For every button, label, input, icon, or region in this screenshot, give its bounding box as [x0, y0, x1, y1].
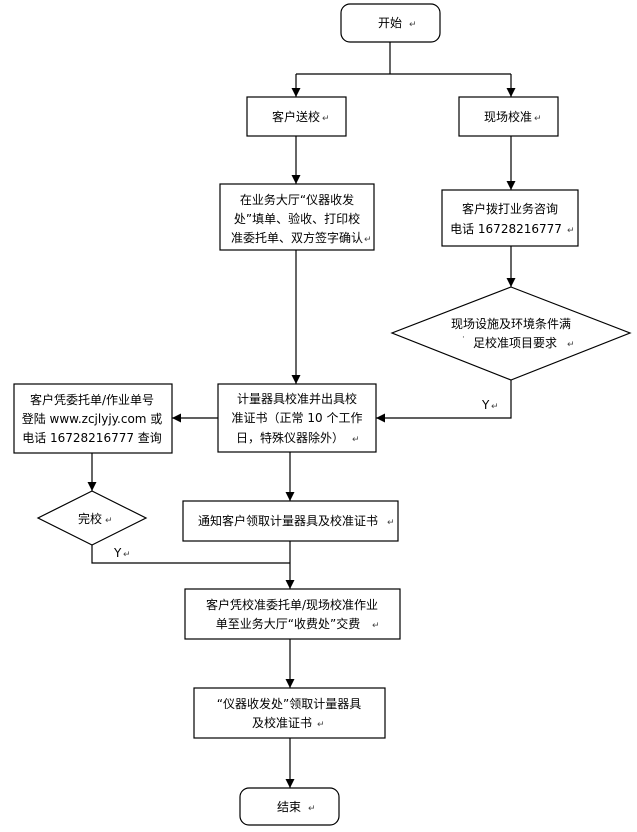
svg-text:客户拨打业务咨询: 客户拨打业务咨询: [462, 201, 558, 216]
svg-text:客户凭校准委托单/现场校准作业: 客户凭校准委托单/现场校准作业: [206, 597, 378, 612]
start-label: 开始: [378, 16, 402, 30]
svg-text:结束: 结束: [277, 800, 301, 814]
svg-text:电话 16728216777 查询: 电话 16728216777 查询: [22, 431, 162, 445]
svg-text:现场校准: 现场校准: [484, 109, 532, 124]
edge-label-done-yes: Y ↵: [113, 546, 131, 560]
svg-text:·: ·: [462, 333, 465, 343]
svg-text:↵: ↵: [308, 804, 316, 814]
svg-text:↵: ↵: [364, 235, 372, 245]
svg-text:准证书（正常 10 个工作: 准证书（正常 10 个工作: [232, 411, 363, 425]
node-start: 开始 ↵: [340, 3, 441, 43]
hotline-line-2: 电话 16728216777: [450, 222, 562, 236]
svg-text:电话 16728216777: 电话 16728216777: [450, 222, 562, 236]
svg-text:客户凭委托单/作业单号: 客户凭委托单/作业单号: [30, 392, 154, 407]
registration-line-2: 处”填单、验收、打印校: [234, 211, 360, 226]
done-check-label: 完校: [78, 511, 102, 526]
node-service-hall-registration: 在业务大厅“仪器收发 处”填单、验收、打印校 准委托单、双方签字确认 ↵: [219, 183, 375, 251]
end-label: 结束: [277, 800, 301, 814]
calibrate-line-2: 准证书（正常 10 个工作: [232, 411, 363, 425]
edge-split-customer-delivery: [296, 73, 511, 97]
payment-line-1: 客户凭校准委托单/现场校准作业: [206, 597, 378, 612]
svg-text:日，特殊仪器除外）: 日，特殊仪器除外）: [236, 430, 344, 445]
svg-text:↵: ↵: [534, 114, 542, 124]
payment-line-2: 单至业务大厅“收费处”交费: [216, 616, 360, 631]
svg-text:↵: ↵: [123, 550, 131, 560]
query-line-1: 客户凭委托单/作业单号: [30, 392, 154, 407]
onsite-yes-label: Y: [481, 398, 490, 412]
calibrate-line-1: 计量器具校准并出具校: [237, 391, 357, 406]
edge-condition-to-calibrate: [376, 380, 512, 423]
svg-text:单至业务大厅“收费处”交费: 单至业务大厅“收费处”交费: [216, 616, 360, 631]
node-calibration-done-check: 完校 ↵: [36, 490, 148, 546]
svg-text:↵: ↵: [567, 226, 575, 236]
svg-text:Y: Y: [113, 546, 122, 560]
svg-text:足校准项目要求: 足校准项目要求: [473, 335, 557, 350]
node-payment: 客户凭校准委托单/现场校准作业 单至业务大厅“收费处”交费 ↵: [184, 588, 401, 640]
node-pickup: “仪器收发处”领取计量器具 及校准证书 ↵: [193, 687, 386, 739]
svg-text:现场设施及环境条件满: 现场设施及环境条件满: [451, 316, 571, 331]
onsite-calibration-label: 现场校准: [484, 109, 532, 124]
svg-text:在业务大厅“仪器收发: 在业务大厅“仪器收发: [240, 192, 354, 207]
svg-text:处”填单、验收、打印校: 处”填单、验收、打印校: [234, 211, 360, 226]
svg-text:准委托单、双方签字确认: 准委托单、双方签字确认: [231, 230, 363, 245]
svg-text:完校: 完校: [78, 511, 102, 526]
edge-label-onsite-yes: Y ↵: [481, 398, 499, 412]
svg-text:↵: ↵: [322, 114, 330, 124]
node-calibrate-and-certificate: 计量器具校准并出具校 准证书（正常 10 个工作 日，特殊仪器除外） ↵: [217, 383, 377, 453]
svg-text:客户送校: 客户送校: [272, 109, 320, 124]
customer-delivery-label: 客户送校: [272, 109, 320, 124]
svg-text:↵: ↵: [491, 402, 499, 412]
svg-text:↵: ↵: [372, 621, 380, 631]
svg-text:通知客户领取计量器具及校准证书: 通知客户领取计量器具及校准证书: [198, 513, 378, 528]
query-line-3: 电话 16728216777 查询: [22, 431, 162, 445]
svg-text:↵: ↵: [105, 516, 113, 526]
svg-text:登陆 www.zcjlyjy.com 或: 登陆 www.zcjlyjy.com 或: [22, 411, 163, 426]
calibrate-line-3: 日，特殊仪器除外）: [236, 430, 344, 445]
node-customer-delivery: 客户送校 ↵: [246, 96, 347, 137]
hotline-line-1: 客户拨打业务咨询: [462, 201, 558, 216]
svg-text:↵: ↵: [387, 518, 395, 528]
registration-line-1: 在业务大厅“仪器收发: [240, 192, 354, 207]
svg-text:↵: ↵: [352, 435, 360, 445]
svg-text:计量器具校准并出具校: 计量器具校准并出具校: [237, 391, 357, 406]
notify-label: 通知客户领取计量器具及校准证书: [198, 513, 378, 528]
svg-text:及校准证书: 及校准证书: [252, 715, 312, 730]
pickup-line-1: “仪器收发处”领取计量器具: [217, 696, 361, 711]
node-onsite-condition-check: 现场设施及环境条件满 足校准项目要求 · ↵: [390, 286, 632, 381]
svg-text:↵: ↵: [409, 20, 417, 30]
svg-text:Y: Y: [481, 398, 490, 412]
node-call-hotline: 客户拨打业务咨询 电话 16728216777 ↵: [441, 189, 579, 247]
edge-done-to-payment: [91, 545, 290, 564]
done-yes-label: Y: [113, 546, 122, 560]
query-line-2: 登陆 www.zcjlyjy.com 或: [22, 411, 163, 426]
condition-line-2: 足校准项目要求: [473, 335, 557, 350]
condition-line-1: 现场设施及环境条件满: [451, 316, 571, 331]
connectors: [87, 42, 516, 788]
node-notify-customer: 通知客户领取计量器具及校准证书 ↵: [182, 500, 399, 542]
svg-text:开始: 开始: [378, 16, 402, 30]
svg-text:↵: ↵: [317, 720, 325, 730]
svg-text:↵: ↵: [567, 340, 575, 350]
node-end: 结束 ↵: [239, 787, 340, 826]
svg-text:“仪器收发处”领取计量器具: “仪器收发处”领取计量器具: [217, 696, 361, 711]
registration-line-3: 准委托单、双方签字确认: [231, 230, 363, 245]
node-query-progress: 客户凭委托单/作业单号 登陆 www.zcjlyjy.com 或 电话 1672…: [13, 383, 173, 454]
pickup-line-2: 及校准证书: [252, 715, 312, 730]
node-onsite-calibration: 现场校准 ↵: [458, 96, 559, 137]
